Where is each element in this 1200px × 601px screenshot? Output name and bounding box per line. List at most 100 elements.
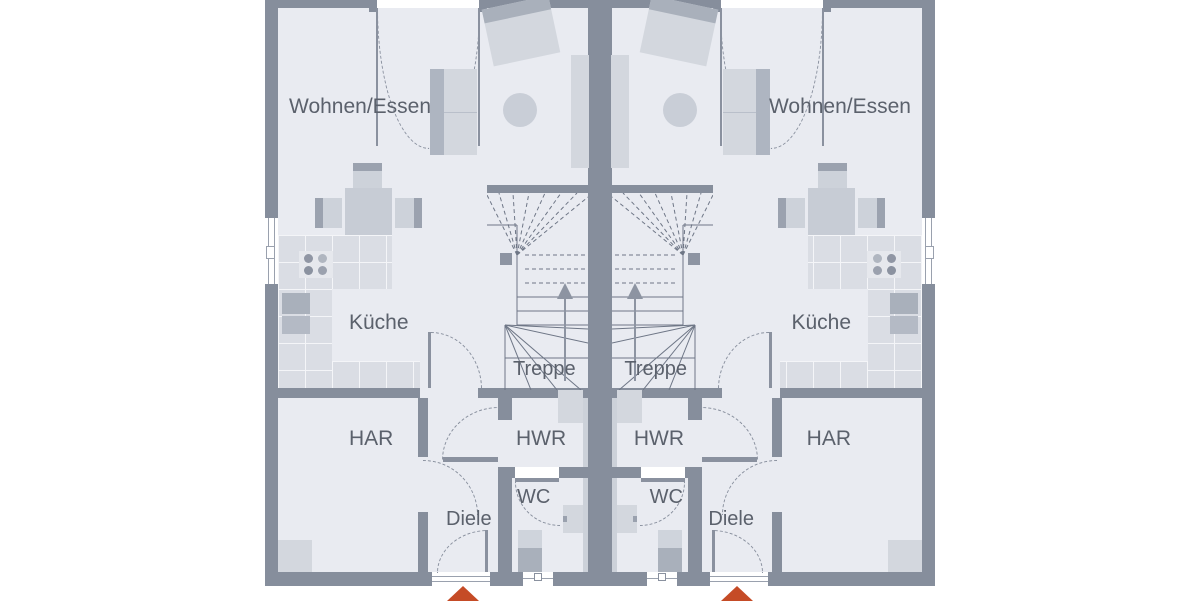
coffee-table xyxy=(663,93,697,127)
hall-wall-stub xyxy=(688,398,702,420)
cooktop-burner-2 xyxy=(873,254,882,263)
hwr-label: HWR xyxy=(633,427,684,450)
kitchen-appliance-fridge xyxy=(890,316,918,334)
wc-toilet-base xyxy=(658,548,682,572)
dining-chair-left xyxy=(315,198,342,228)
wc-washbasin-tap xyxy=(563,516,567,522)
wc-door-leaf xyxy=(515,478,559,482)
entrance-door-sill-1 xyxy=(432,576,490,577)
living-room-label: Wohnen/Essen xyxy=(768,95,911,118)
kitchen-door-leaf xyxy=(769,332,772,388)
cooktop-burner-3 xyxy=(304,266,313,275)
stair-direction-arrow xyxy=(557,283,573,381)
hall-label: Diele xyxy=(446,508,492,530)
dining-chair-top-back xyxy=(353,163,382,171)
party-wall-liner xyxy=(583,390,588,572)
sofa-backrest xyxy=(756,69,770,155)
wc-window-handle xyxy=(658,573,666,581)
kitchen-door-leaf xyxy=(428,332,431,388)
mid-wall-right xyxy=(478,388,588,398)
entrance-arrow-icon xyxy=(447,586,479,601)
unit-left: Wohnen/Essen Küche Treppe HAR HWR WC Die… xyxy=(265,0,600,601)
har-hall-wall-lower xyxy=(772,512,782,572)
terrace-door-opening xyxy=(375,0,481,8)
stair-top-wall xyxy=(487,185,600,193)
har-hall-wall-upper xyxy=(418,398,428,457)
staircase xyxy=(612,193,713,390)
wc-toilet xyxy=(658,530,682,548)
har-hall-wall-upper xyxy=(772,398,782,457)
kitchen-appliance-oven xyxy=(890,293,918,314)
dining-chair-left-back xyxy=(877,198,885,228)
cooktop-burner-4 xyxy=(318,266,327,275)
dining-chair-top-back xyxy=(818,163,847,171)
kitchen-appliance-fridge xyxy=(282,316,310,334)
stair-upper-flight xyxy=(612,193,713,284)
cooktop-burner-1 xyxy=(304,254,313,263)
har-hall-wall-lower xyxy=(418,512,428,572)
kitchen-counter-bottom xyxy=(332,361,420,389)
kitchen-counter-bottom xyxy=(780,361,868,389)
dining-chair-right-back xyxy=(414,198,422,228)
terrace-door-leaf-right xyxy=(478,8,480,146)
cooktop-burner-2 xyxy=(318,254,327,263)
har-label: HAR xyxy=(806,427,851,450)
unit-right: Wohnen/Essen Küche Treppe HAR HWR WC Die… xyxy=(600,0,935,601)
cooktop xyxy=(299,251,333,278)
entrance-door-opening xyxy=(710,572,768,586)
entrance-arrow-icon xyxy=(721,586,753,601)
stairs-label: Treppe xyxy=(624,358,687,380)
hall-wc-wall xyxy=(498,467,512,572)
sofa-cushion-divider xyxy=(723,112,756,113)
entrance-door-sill-2 xyxy=(710,581,768,582)
kitchen-window-handle xyxy=(266,246,275,259)
terrace-door-jamb-right xyxy=(479,0,487,12)
stairs-label: Treppe xyxy=(513,358,576,380)
har-label: HAR xyxy=(349,427,394,450)
har-floor-mat xyxy=(888,540,922,572)
stair-top-wall xyxy=(600,185,713,193)
kitchen-label: Küche xyxy=(349,311,409,334)
kitchen-window-handle xyxy=(925,246,934,259)
cooktop-burner-4 xyxy=(873,266,882,275)
staircase xyxy=(487,193,588,390)
stair-direction-arrow xyxy=(627,283,643,381)
hall-wc-wall xyxy=(688,467,702,572)
hwr-appliance xyxy=(617,390,642,423)
wc-label: WC xyxy=(517,486,551,508)
stair-upper-flight xyxy=(487,193,588,284)
dining-chair-top xyxy=(818,163,847,188)
dining-chair-right xyxy=(778,198,805,228)
terrace-door-leaf-left xyxy=(376,8,378,146)
left-exterior-wall xyxy=(265,0,278,586)
left-exterior-wall xyxy=(922,0,935,586)
sideboard xyxy=(571,55,589,168)
wc-door-opening xyxy=(515,467,559,478)
wc-toilet-base xyxy=(518,548,542,572)
entrance-door-sill-2 xyxy=(432,581,490,582)
wc-label: WC xyxy=(649,486,683,508)
dining-table xyxy=(808,188,855,237)
dining-chair-right xyxy=(395,198,422,228)
dining-table xyxy=(345,188,392,237)
kitchen-counter-top xyxy=(332,235,392,289)
wc-washbasin-tap xyxy=(633,516,637,522)
cooktop-burner-1 xyxy=(887,254,896,263)
wc-washbasin xyxy=(563,505,583,533)
dining-chair-left xyxy=(858,198,885,228)
entrance-door-sill-1 xyxy=(710,576,768,577)
dining-chair-right-back xyxy=(778,198,786,228)
mid-wall-left xyxy=(780,388,922,398)
cooktop xyxy=(867,251,901,278)
kitchen-counter-top xyxy=(808,235,868,289)
sideboard xyxy=(611,55,629,168)
hwr-appliance xyxy=(558,390,583,423)
sofa-cushion-divider xyxy=(444,112,477,113)
kitchen-appliance-oven xyxy=(282,293,310,314)
cooktop-burner-3 xyxy=(887,266,896,275)
coffee-table xyxy=(503,93,537,127)
stair-column xyxy=(500,253,512,265)
wc-door-opening xyxy=(641,467,685,478)
terrace-door-jamb-left xyxy=(823,0,831,12)
dining-chair-left-back xyxy=(315,198,323,228)
